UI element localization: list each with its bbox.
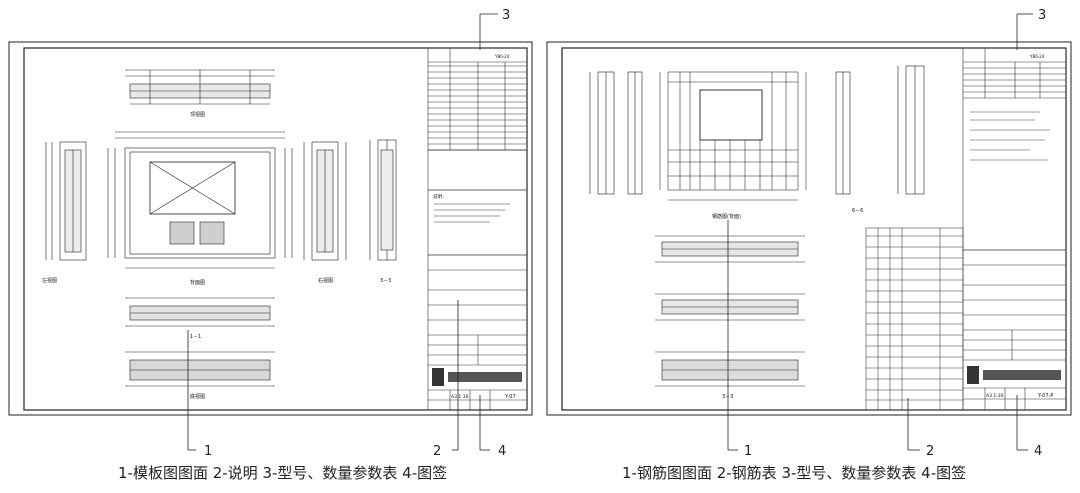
right-table-header: YB0-24 xyxy=(1029,54,1045,59)
right-caption: 1-钢筋图图面 2-钢筋表 3-型号、数量参数表 4-图签 xyxy=(622,464,967,482)
left-sheet: YB0-24 说明： Y-07 A3 1:30 顶视图 xyxy=(8,8,533,459)
left-side-view-right xyxy=(303,141,347,261)
left-parameter-table xyxy=(428,48,527,151)
right-rebar-section-2 xyxy=(655,293,805,321)
left-front-view xyxy=(107,131,293,269)
left-company-logo xyxy=(432,368,444,386)
left-notes-block xyxy=(434,203,510,223)
left-table-header: YB0-24 xyxy=(494,54,510,59)
left-company-name xyxy=(448,372,522,382)
left-side-view-left xyxy=(45,141,87,261)
right-callout-4: 4 xyxy=(1034,444,1042,459)
right-side-view-right xyxy=(835,65,925,195)
left-label-section-1-1: 1－1 xyxy=(190,334,201,340)
left-label-top-view: 顶视图 xyxy=(190,111,205,118)
left-label-bottom-view: 底视图 xyxy=(190,393,205,400)
right-callout-2: 2 xyxy=(926,444,934,459)
right-scale: A3 1:30 xyxy=(986,393,1004,399)
right-rebar-section-3 xyxy=(655,351,805,387)
right-title-block xyxy=(962,47,1067,411)
left-label-back-view: 背面图 xyxy=(190,279,205,286)
left-notes-heading: 说明： xyxy=(433,193,447,200)
left-top-view xyxy=(125,69,275,105)
right-rebar-front-view xyxy=(659,71,807,201)
right-callout-leaders xyxy=(727,13,1033,451)
left-section-1-1 xyxy=(125,297,275,327)
right-callout-3: 3 xyxy=(1038,8,1046,23)
left-section-3-3 xyxy=(369,139,397,261)
right-rebar-table xyxy=(865,227,964,411)
left-callout-2: 2 xyxy=(433,444,441,459)
right-side-view-left xyxy=(589,71,643,195)
left-caption: 1-模板图图面 2-说明 3-型号、数量参数表 4-图签 xyxy=(118,464,448,482)
left-label-section-3-3: 3－3 xyxy=(380,278,391,284)
right-company-logo xyxy=(967,366,979,384)
left-title-block xyxy=(427,47,528,411)
right-parameter-table xyxy=(963,48,1066,99)
left-callout-4: 4 xyxy=(498,444,506,459)
left-callout-1: 1 xyxy=(204,444,212,459)
left-callout-3: 3 xyxy=(502,8,510,23)
left-label-left-view: 左视图 xyxy=(42,277,57,284)
left-bottom-view xyxy=(125,351,275,387)
left-callout-leaders xyxy=(187,13,498,451)
right-sheet: YB0-24 Y-07-P A3 1:30 xyxy=(546,8,1072,459)
right-label-section-6-6: 6－6 xyxy=(852,208,863,214)
left-drawing-number: Y-07 xyxy=(504,394,516,400)
right-callout-1: 1 xyxy=(744,444,752,459)
right-company-name xyxy=(983,370,1061,380)
left-sheet-border xyxy=(8,41,533,416)
right-sheet-border xyxy=(546,41,1072,416)
right-sign-block xyxy=(963,388,1066,410)
right-drawing-number: Y-07-P xyxy=(1037,393,1053,399)
left-sign-block xyxy=(428,390,527,410)
right-label-front-view: 钢筋图(背面) xyxy=(712,213,741,220)
left-label-right-view: 右视图 xyxy=(318,277,333,284)
left-scale: A3 1:30 xyxy=(451,394,469,400)
right-rebar-section-1 xyxy=(655,235,805,263)
right-notes-block xyxy=(970,111,1050,161)
